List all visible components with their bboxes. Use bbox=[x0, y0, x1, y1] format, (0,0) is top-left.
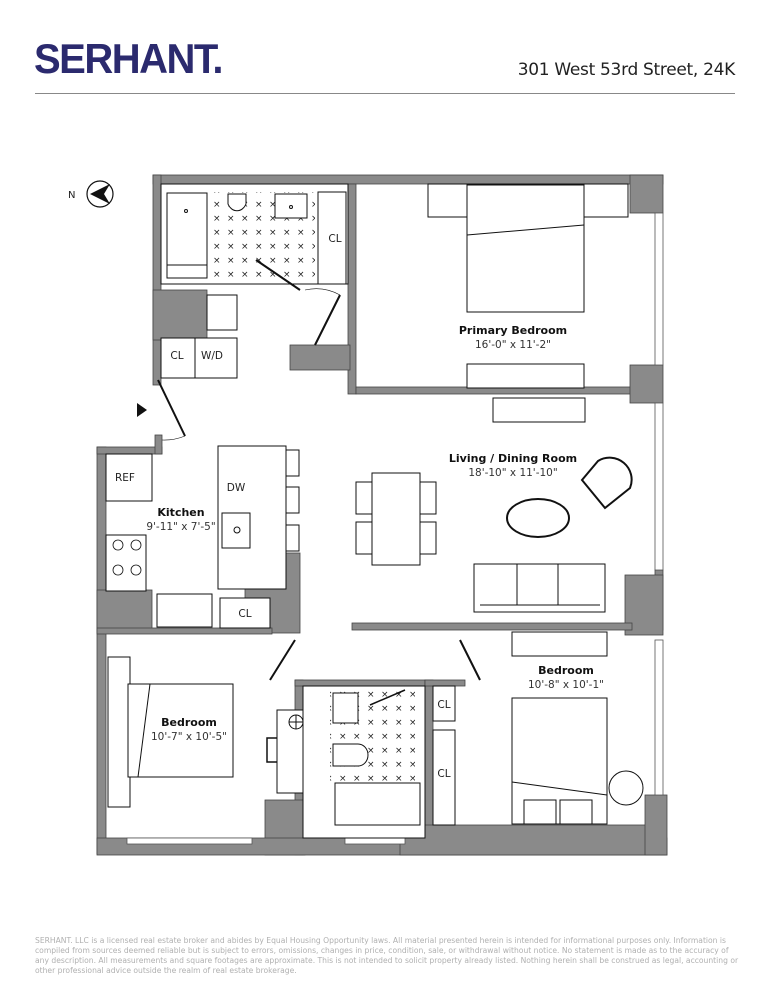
brand-logo: SERHANT. bbox=[34, 36, 224, 83]
walls bbox=[96, 174, 668, 856]
washer-dryer-label: W/D bbox=[201, 350, 223, 362]
room-name-living-dining: Living / Dining Room bbox=[449, 452, 577, 465]
room-name-kitchen: Kitchen bbox=[157, 506, 204, 519]
legal-disclaimer: SERHANT. LLC is a licensed real estate b… bbox=[35, 936, 739, 975]
closet-label: CL bbox=[238, 608, 251, 620]
room-name-bedroom-left: Bedroom bbox=[161, 716, 217, 729]
dishwasher-label: DW bbox=[227, 482, 246, 494]
room-name-bedroom-right: Bedroom bbox=[538, 664, 594, 677]
property-address: 301 West 53rd Street, 24K bbox=[517, 60, 736, 80]
room-dims-kitchen: 9'-11" x 7'-5" bbox=[146, 521, 215, 533]
closet-label: CL bbox=[170, 350, 183, 362]
entry-arrow-icon bbox=[137, 403, 147, 417]
refrigerator-label: REF bbox=[115, 472, 135, 484]
room-dims-bedroom-right: 10'-8" x 10'-1" bbox=[528, 679, 604, 691]
closet-label: CL bbox=[328, 233, 341, 245]
compass-label: N bbox=[68, 190, 75, 201]
room-dims-bedroom-left: 10'-7" x 10'-5" bbox=[151, 731, 227, 743]
room-dims-living-dining: 18'-10" x 11'-10" bbox=[468, 467, 557, 479]
header-divider bbox=[35, 93, 735, 94]
closet-label: CL bbox=[437, 699, 450, 711]
room-name-primary-bedroom: Primary Bedroom bbox=[459, 324, 567, 337]
closet-label: CL bbox=[437, 768, 450, 780]
windows bbox=[126, 212, 664, 845]
room-dims-primary-bedroom: 16'-0" x 11'-2" bbox=[475, 339, 551, 351]
compass-north-icon bbox=[86, 180, 114, 208]
